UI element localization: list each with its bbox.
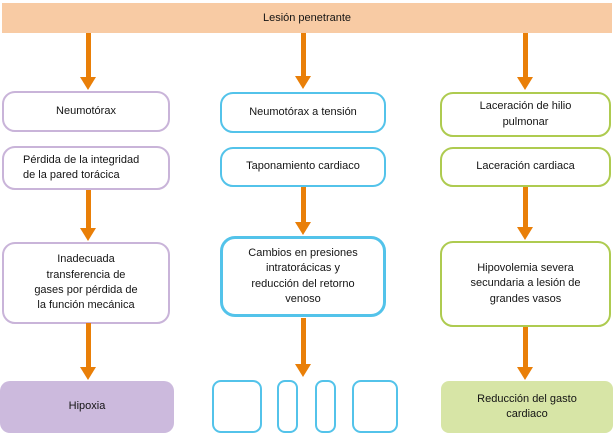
node-neumotorax-tension: Neumotórax a tensión: [220, 92, 386, 133]
arrow-head-icon: [80, 77, 96, 90]
node-inadecuada-transferencia: Inadecuada transferencia de gases por pé…: [2, 242, 170, 324]
arrow-head-icon: [517, 367, 533, 380]
arrow-stem: [300, 33, 306, 76]
arrow-stem: [522, 327, 528, 367]
arrow-head-icon: [80, 367, 96, 380]
arrow-stem: [300, 187, 306, 222]
node-perdida-integridad: Pérdida de la integridad de la pared tor…: [2, 146, 170, 190]
node-laceracion-cardiaca: Laceración cardiaca: [440, 147, 611, 187]
arrow-head-icon: [295, 364, 311, 377]
node-hipovolemia-severa: Hipovolemia severa secundaria a lesión d…: [440, 241, 611, 327]
down-arrow: [80, 33, 97, 90]
arrow-stem: [522, 187, 528, 227]
outcome-hipoxia: Hipoxia: [0, 381, 174, 433]
empty-outcome-box: [277, 380, 298, 433]
down-arrow: [80, 323, 97, 380]
arrow-head-icon: [517, 77, 533, 90]
arrow-stem: [522, 33, 528, 77]
down-arrow: [517, 33, 534, 90]
arrow-stem: [85, 323, 91, 367]
down-arrow: [295, 318, 312, 377]
arrow-head-icon: [295, 222, 311, 235]
arrow-stem: [300, 318, 306, 364]
down-arrow: [295, 187, 312, 235]
down-arrow: [295, 33, 312, 89]
down-arrow: [517, 187, 534, 240]
node-taponamiento-cardiaco: Taponamiento cardiaco: [220, 147, 386, 187]
node-laceracion-hilio: Laceración de hilio pulmonar: [440, 92, 611, 137]
empty-outcome-box: [212, 380, 262, 433]
outcome-reduccion-gasto: Reducción del gasto cardiaco: [441, 381, 613, 433]
arrow-stem: [85, 33, 91, 77]
arrow-head-icon: [295, 76, 311, 89]
arrow-head-icon: [517, 227, 533, 240]
arrow-stem: [85, 190, 91, 228]
root-node-lesion-penetrante: Lesión penetrante: [2, 3, 612, 33]
arrow-head-icon: [80, 228, 96, 241]
node-neumotorax: Neumotórax: [2, 91, 170, 132]
empty-outcome-box: [352, 380, 398, 433]
down-arrow: [80, 190, 97, 241]
down-arrow: [517, 327, 534, 380]
empty-outcome-box: [315, 380, 336, 433]
node-cambios-presiones: Cambios en presiones intratorácicas y re…: [220, 236, 386, 317]
